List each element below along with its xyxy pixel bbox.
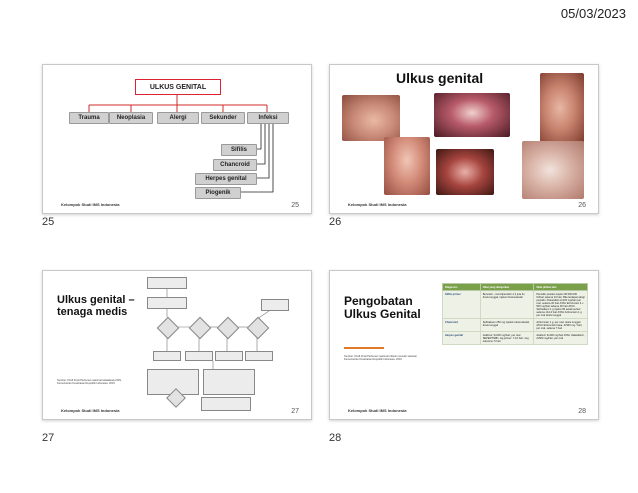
infection-herpes-genital: Herpes genital	[195, 173, 257, 185]
slide-number: 27	[291, 408, 299, 415]
table-row: Herpes genital Asiklovir, 5x200 mg/hari,…	[443, 332, 588, 345]
slide-source: Sumber: Draft Final Pedoman nasional inf…	[344, 355, 424, 362]
page-label-26: 26	[329, 216, 341, 228]
clinical-photo-5	[436, 149, 494, 195]
recommended-cell: Asiklovir, 5x200 mg/hari, per oral SEPER…	[480, 332, 534, 345]
alternative-cell: Asiklovir 3x400 mg/hari ATAU Valasiklovi…	[534, 332, 588, 345]
slide-footer: Kelompok Studi IMS Indonesia	[61, 202, 119, 207]
infection-chancroid: Chancroid	[213, 159, 257, 171]
flowchart-node	[147, 297, 187, 309]
table-header-row: Diagnosis Obat yang dianjurkan Obat pili…	[443, 284, 588, 291]
category-infeksi: Infeksi	[247, 112, 289, 124]
recommended-cell: Benzatin – benzilpenisilin 2,4 juta IU, …	[480, 291, 534, 319]
clinical-photo-2	[434, 93, 510, 137]
flowchart-node	[147, 277, 187, 289]
treatment-table: Diagnosis Obat yang dianjurkan Obat pili…	[442, 283, 588, 345]
slide-number: 28	[578, 408, 586, 415]
flowchart-node	[153, 351, 181, 361]
clinical-photo-4	[384, 137, 430, 195]
alternative-cell: Penisilin-prokain injeksi IM 600.000 IU/…	[534, 291, 588, 319]
flowchart-node	[261, 299, 289, 311]
slide-title: Pengobatan Ulkus Genital	[344, 295, 422, 320]
clinical-photo-1	[342, 95, 400, 141]
flowchart-node	[185, 351, 213, 361]
diagnosis-cell: Herpes genital	[443, 332, 481, 345]
flowchart-node	[203, 369, 255, 395]
alternative-cell: Azitromisin 1 g, per oral, dosis tunggal…	[534, 319, 588, 332]
slide-27: Ulkus genital – tenaga medis Sumber: Dra…	[42, 270, 312, 420]
page-label-28: 28	[329, 432, 341, 444]
category-sekunder: Sekunder	[201, 112, 245, 124]
infection-sifilis: Sifilis	[221, 144, 257, 156]
table-row: Chancroid Seftriakson 250 mg injeksi int…	[443, 319, 588, 332]
diagnosis-cell: Chancroid	[443, 319, 481, 332]
page-label-25: 25	[42, 216, 54, 228]
slide-number: 25	[291, 202, 299, 209]
column-header: Obat yang dianjurkan	[480, 284, 534, 291]
slide-28: Pengobatan Ulkus Genital Sumber: Draft F…	[329, 270, 599, 420]
column-header: Diagnosis	[443, 284, 481, 291]
slide-footer: Kelompok Studi IMS Indonesia	[348, 408, 406, 413]
slide-footer: Kelompok Studi IMS Indonesia	[61, 408, 119, 413]
table-row: Sifilis primer Benzatin – benzilpenisili…	[443, 291, 588, 319]
slide-footer: Kelompok Studi IMS Indonesia	[348, 202, 406, 207]
root-node: ULKUS GENITAL	[135, 79, 221, 95]
infection-piogenik: Piogenik	[195, 187, 241, 199]
clinical-photo-3	[540, 73, 584, 143]
print-date: 05/03/2023	[561, 6, 626, 21]
slide-number: 26	[578, 202, 586, 209]
column-header: Obat pilihan lain	[534, 284, 588, 291]
page-label-27: 27	[42, 432, 54, 444]
title-underline	[344, 347, 384, 349]
slide-25: ULKUS GENITAL Trauma Neoplasia Alergi Se…	[42, 64, 312, 214]
category-alergi: Alergi	[157, 112, 199, 124]
category-neoplasia: Neoplasia	[109, 112, 153, 124]
recommended-cell: Seftriakson 250 mg injeksi intramuskular…	[480, 319, 534, 332]
flowchart-node	[215, 351, 243, 361]
flowchart-node	[201, 397, 251, 411]
diagnosis-cell: Sifilis primer	[443, 291, 481, 319]
clinical-photo-6	[522, 141, 584, 199]
slide-26: Ulkus genital Kelompok Studi IMS Indones…	[329, 64, 599, 214]
slide-title: Ulkus genital	[396, 71, 483, 86]
category-trauma: Trauma	[69, 112, 109, 124]
flowchart-node	[245, 351, 273, 361]
